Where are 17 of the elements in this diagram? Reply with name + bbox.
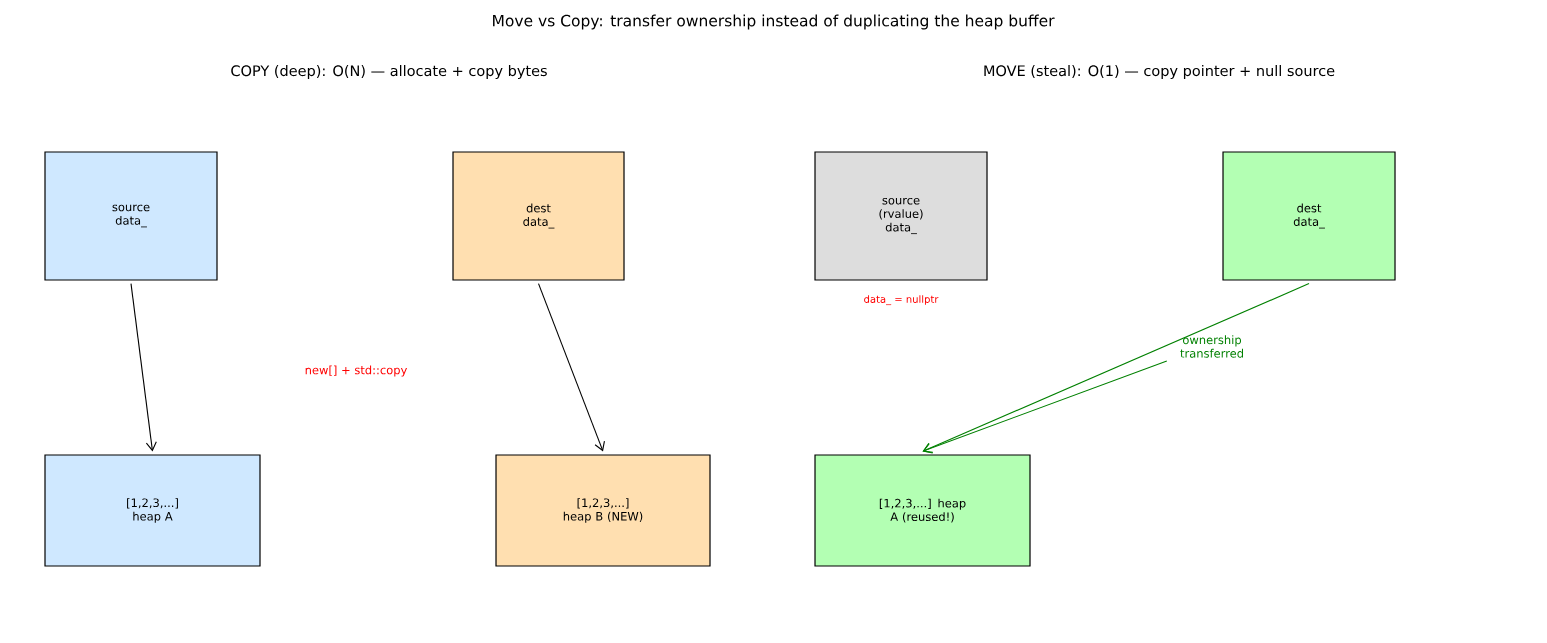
arrow bbox=[922, 283, 1310, 453]
process-box: [1,2,3,...] heap A (reused!) bbox=[814, 454, 1031, 567]
annotation-text: data_ = nullptr bbox=[864, 295, 939, 306]
annotation-text: new[] + std::copy bbox=[305, 365, 407, 377]
title: Move vs Copy: transfer ownership instead of duplicating the heap buffer bbox=[493, 14, 1055, 30]
process-box: [1,2,3,...] heap A bbox=[44, 454, 261, 567]
arrow bbox=[537, 283, 605, 452]
process-box: source (rvalue) data_ bbox=[814, 151, 988, 281]
arrow bbox=[130, 283, 157, 452]
arrow bbox=[922, 360, 1168, 454]
process-box: dest data_ bbox=[452, 151, 625, 281]
process-box: [1,2,3,...] heap B (NEW) bbox=[495, 454, 711, 567]
section-heading: MOVE (steal): O(1) — copy pointer + null source bbox=[984, 65, 1335, 79]
process-box: source data_ bbox=[44, 151, 218, 281]
section-heading: COPY (deep): O(N) — allocate + copy bytes bbox=[231, 65, 547, 79]
annotation-text: ownership transferred bbox=[1180, 335, 1243, 358]
process-box: dest data_ bbox=[1222, 151, 1396, 281]
